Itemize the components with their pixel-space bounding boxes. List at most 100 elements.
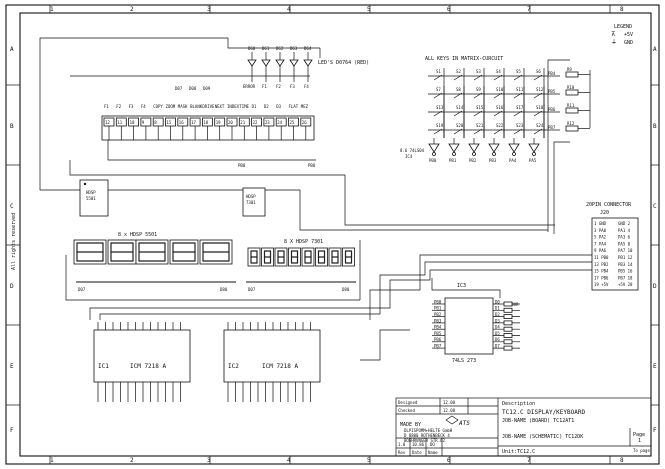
ic3-series-resistor bbox=[503, 301, 513, 307]
led-label-d61: D61 bbox=[262, 46, 270, 51]
connector-pin-left: 19 +5V bbox=[594, 282, 609, 287]
matrix-key-switch bbox=[533, 110, 543, 117]
display-small-digits bbox=[247, 247, 355, 267]
company-line1: DLPISPOMM+HELTE GmbH bbox=[404, 428, 453, 433]
strip-key-label: DRIVE bbox=[202, 104, 215, 109]
vcc-symbol-icon: ⊼ bbox=[611, 31, 615, 38]
matrix-key-switch bbox=[433, 110, 443, 117]
connector-name: J20 bbox=[600, 210, 609, 216]
ic4-label: 8.6 74LS04 bbox=[400, 148, 425, 153]
strip-label-d08: D08 bbox=[189, 86, 197, 91]
connector-pin-right: PB1 12 bbox=[618, 255, 633, 260]
strip-key-label: MASK bbox=[178, 104, 188, 109]
matrix-key-switch bbox=[513, 92, 523, 99]
matrix-key-switch bbox=[473, 110, 483, 117]
matrix-key-switch bbox=[473, 128, 483, 135]
job-name: JOB-NAME (BOARD) TC12AT1 bbox=[502, 418, 574, 424]
strip-key-number: 11 bbox=[117, 120, 122, 125]
ic3-pin-left-label: PB3 bbox=[434, 318, 442, 323]
matrix-key-label: S1 bbox=[436, 69, 441, 74]
inverter-gate-icon bbox=[508, 143, 520, 153]
led-label-d62: D62 bbox=[276, 46, 284, 51]
ic1-pins bbox=[97, 322, 181, 402]
matrix-key-label: S22 bbox=[496, 123, 504, 128]
matrix-key-label: S19 bbox=[436, 123, 444, 128]
strip-label-d07: D07 bbox=[175, 86, 183, 91]
hdsp-small-line2: 7301 bbox=[246, 200, 256, 205]
matrix-key-switch bbox=[533, 128, 543, 135]
led-label-d64: D64 bbox=[304, 46, 312, 51]
inner-frame bbox=[19, 12, 652, 457]
designed-label: Designed bbox=[398, 400, 418, 405]
ic1-part: ICM 7218 A bbox=[130, 363, 167, 370]
small-digit bbox=[274, 247, 288, 267]
hdsp-single-line1: HDSP bbox=[86, 190, 96, 195]
strip-key-label: F3 bbox=[129, 104, 134, 109]
matrix-key-label: S10 bbox=[496, 87, 504, 92]
matrix-key-label: S15 bbox=[476, 105, 484, 110]
matrix-key-label: S11 bbox=[516, 87, 524, 92]
driver-wiring bbox=[65, 240, 600, 361]
matrix-key-label: S23 bbox=[516, 123, 524, 128]
keypad-keys: F112F211F310F49COPY8ZOOM15MASK16BLANK17D… bbox=[103, 104, 312, 140]
connector-pin-right: PA7 10 bbox=[618, 248, 633, 253]
top-grid: 1 2 3 4 5 6 7 8 bbox=[49, 5, 624, 13]
display-small-bus-left: D07 bbox=[248, 287, 256, 292]
big-digit bbox=[169, 239, 199, 265]
col-bottom-4: 4 bbox=[287, 457, 291, 464]
connector-pin-left: 9 PA6 bbox=[594, 248, 607, 253]
right-grid: A B C D E F bbox=[651, 46, 659, 434]
matrix-key-label: S5 bbox=[516, 69, 521, 74]
rev-date: 10.86 bbox=[412, 442, 425, 447]
pullup-resistor bbox=[565, 125, 579, 132]
inverter-bubble-icon bbox=[432, 152, 436, 156]
col-bottom-3: 3 bbox=[207, 457, 211, 464]
matrix-key-label: S18 bbox=[536, 105, 544, 110]
title-block: Designed 12.08 Checked 12.08 MADE BY ATS… bbox=[395, 397, 652, 457]
col-top-4: 4 bbox=[287, 6, 291, 13]
connector-pin-left: 15 PB4 bbox=[594, 269, 609, 274]
matrix-key-label: S9 bbox=[476, 87, 481, 92]
ic1-name: IC1 bbox=[98, 363, 109, 370]
led-label-d63: D63 bbox=[290, 46, 298, 51]
big-digit bbox=[73, 239, 107, 265]
strip-key-number: 19 bbox=[216, 120, 221, 125]
keypad-strip: D07 D08 D09 F112F211F310F49COPY8ZOOM15MA… bbox=[101, 86, 316, 168]
strip-key-number: 8 bbox=[154, 120, 157, 125]
strip-key-number: 16 bbox=[179, 120, 184, 125]
led-name-f1: F1 bbox=[262, 84, 267, 89]
display-big-bus-left: D07 bbox=[78, 287, 86, 292]
matrix-key-switch bbox=[453, 128, 463, 135]
strip-key-label: D3 bbox=[276, 104, 281, 109]
strip-key-number: 15 bbox=[167, 120, 172, 125]
ic3-series-resistor bbox=[503, 314, 513, 320]
ic3-pin-left-label: PB4 bbox=[434, 325, 442, 330]
strip-key-number: 18 bbox=[203, 120, 208, 125]
strip-key-label: F2 bbox=[116, 104, 121, 109]
ic3-series-resistor bbox=[503, 307, 513, 313]
inverter-output-label: PA5 bbox=[529, 158, 537, 163]
matrix-key-label: S16 bbox=[496, 105, 504, 110]
display-big-title: 8 x HDSP 5501 bbox=[118, 232, 157, 238]
ic2-pins bbox=[227, 322, 311, 402]
row-left-f: F bbox=[10, 427, 14, 434]
strip-key-label: D2 bbox=[264, 104, 269, 109]
led-block-title: LED'S D0764 (RED) bbox=[318, 60, 369, 66]
ic3-pin-right-label: D6 bbox=[495, 337, 500, 342]
col-top-7: 7 bbox=[527, 6, 531, 13]
ic3-series-resistor bbox=[503, 339, 513, 345]
ic3-series-resistor bbox=[503, 320, 513, 326]
inverter-bubble-icon bbox=[452, 152, 456, 156]
connector-pin-left: 3 PA0 bbox=[594, 228, 607, 233]
connector-pin-right: +5V 20 bbox=[618, 282, 633, 287]
ground-symbol-icon: ⏚ bbox=[611, 39, 617, 46]
connector-pin-right: PA5 8 bbox=[618, 241, 631, 246]
resistor-label: R10 bbox=[567, 85, 575, 90]
rev-name: DO bbox=[430, 442, 435, 447]
row-left-e: E bbox=[10, 363, 14, 370]
big-digit bbox=[107, 239, 137, 265]
col-top-1: 1 bbox=[50, 6, 54, 13]
strip-key-number: 24 bbox=[277, 120, 282, 125]
matrix-key-switch bbox=[513, 110, 523, 117]
